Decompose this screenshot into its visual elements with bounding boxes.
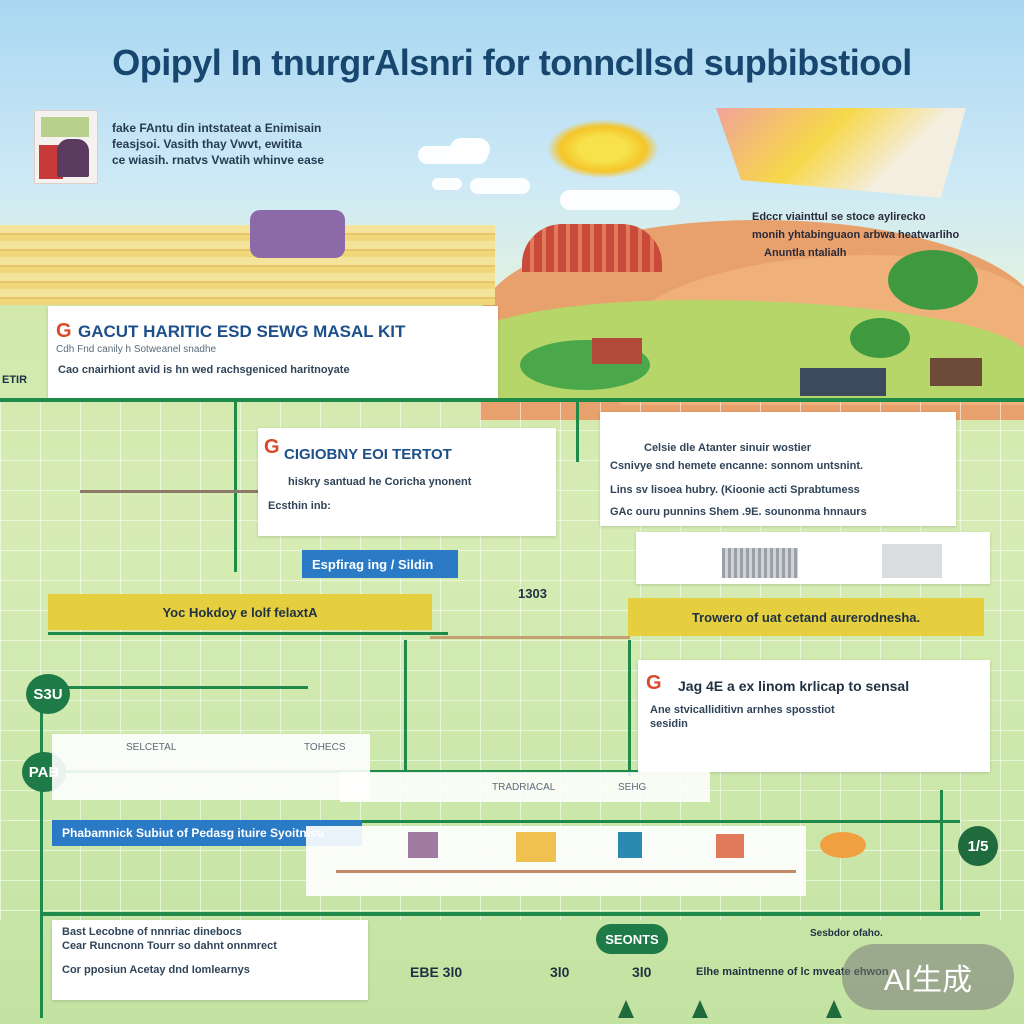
connector-line xyxy=(80,490,340,493)
timeline-line xyxy=(234,402,237,572)
connector-line xyxy=(430,636,630,639)
intro-text: fake FAntu din intstateat a Enimisain fe… xyxy=(112,121,325,167)
timeline-line xyxy=(40,912,980,916)
timeline-line xyxy=(576,402,579,462)
lower-right-card: G Jag 4E a ex linom krlicap to sensal An… xyxy=(638,660,990,772)
step-badge: S3U xyxy=(26,674,70,714)
cloud-icon xyxy=(450,138,490,160)
lower-label: TOHECS xyxy=(304,742,346,753)
lower-label: SEHG xyxy=(618,782,647,793)
people-illustration xyxy=(250,210,345,258)
center-info-card: G CIGIOBNY EOI TERTOT hiskry santuad he … xyxy=(258,428,556,536)
page-title: Opipyl In tnurgrAlsnri for tonncllsd sup… xyxy=(112,42,912,83)
g-logo-icon: G xyxy=(264,436,280,458)
connector-line xyxy=(336,870,796,873)
category-icon xyxy=(516,832,556,862)
timeline-line xyxy=(0,398,1024,402)
lower-label: TRADRIACAL xyxy=(492,782,556,793)
pill-badge: SEONTS xyxy=(596,924,668,954)
lower-label-panel xyxy=(52,734,370,800)
hill-text: Edccr viainttul se stoce aylirecko monih… xyxy=(752,211,960,259)
sun-icon xyxy=(548,120,658,178)
marker-icon xyxy=(692,1000,708,1018)
cloud-icon xyxy=(560,190,680,210)
main-info-card: G GACUT HARITIC ESD SEWG MASAL KIT Cdh F… xyxy=(48,306,498,398)
timeline-line xyxy=(628,640,631,776)
side-label: ETIR xyxy=(2,374,28,386)
category-icon xyxy=(820,832,866,858)
crop-field-illustration xyxy=(0,225,495,305)
bottom-number: 3l0 xyxy=(632,964,652,980)
category-icon xyxy=(618,832,642,858)
cloud-icon xyxy=(432,178,462,190)
step-badge: 1/5 xyxy=(958,826,998,866)
house-icon xyxy=(592,338,642,364)
timeline-line xyxy=(48,686,308,689)
category-icon xyxy=(716,834,744,858)
number-tag: 1303 xyxy=(518,586,547,601)
cloud-icon xyxy=(470,178,530,194)
category-icon xyxy=(408,832,438,858)
bottom-right-text: Elhe maintnenne of lc mveate ehwon xyxy=(696,966,889,978)
thumbnail-image xyxy=(34,110,98,184)
bottom-number: 3l0 xyxy=(550,964,570,980)
timeline-line xyxy=(940,790,943,910)
house-icon xyxy=(930,358,982,386)
yellow-bar-right: Trowero of uat cetand aurerodnesha. xyxy=(628,598,984,636)
machine-icon xyxy=(882,544,942,578)
timeline-line xyxy=(48,632,448,635)
yellow-bar-left: Yoc Hokdoy e lolf felaxtA xyxy=(48,594,432,630)
timeline-line xyxy=(360,820,960,823)
tree-icon xyxy=(850,318,910,358)
machine-icon xyxy=(722,548,798,578)
g-logo-icon: G xyxy=(56,320,72,342)
equipment-card xyxy=(636,532,990,584)
bottom-info-card: Bast Lecobne of nnnriac dinebocs Cear Ru… xyxy=(52,920,368,1000)
tree-icon xyxy=(888,250,978,310)
lower-label-panel xyxy=(340,772,710,802)
marker-icon xyxy=(826,1000,842,1018)
bottom-number: EBE 3l0 xyxy=(410,964,463,980)
watermark: AI生成 xyxy=(842,944,1014,1010)
g-logo-icon: G xyxy=(646,672,662,694)
timeline-line xyxy=(40,688,43,1018)
lower-label: SELCETAL xyxy=(126,742,177,753)
card-heading: GACUT HARITIC ESD SEWG MASAL KIT xyxy=(78,322,406,341)
right-info-card: Celsie dle Atanter sinuir wostier Csnivy… xyxy=(600,412,956,526)
blue-tag: Espfirag ing / Sildin xyxy=(302,550,458,578)
house-icon xyxy=(800,368,886,396)
timeline-line xyxy=(404,640,407,770)
barn-icon xyxy=(522,224,662,272)
marker-icon xyxy=(618,1000,634,1018)
